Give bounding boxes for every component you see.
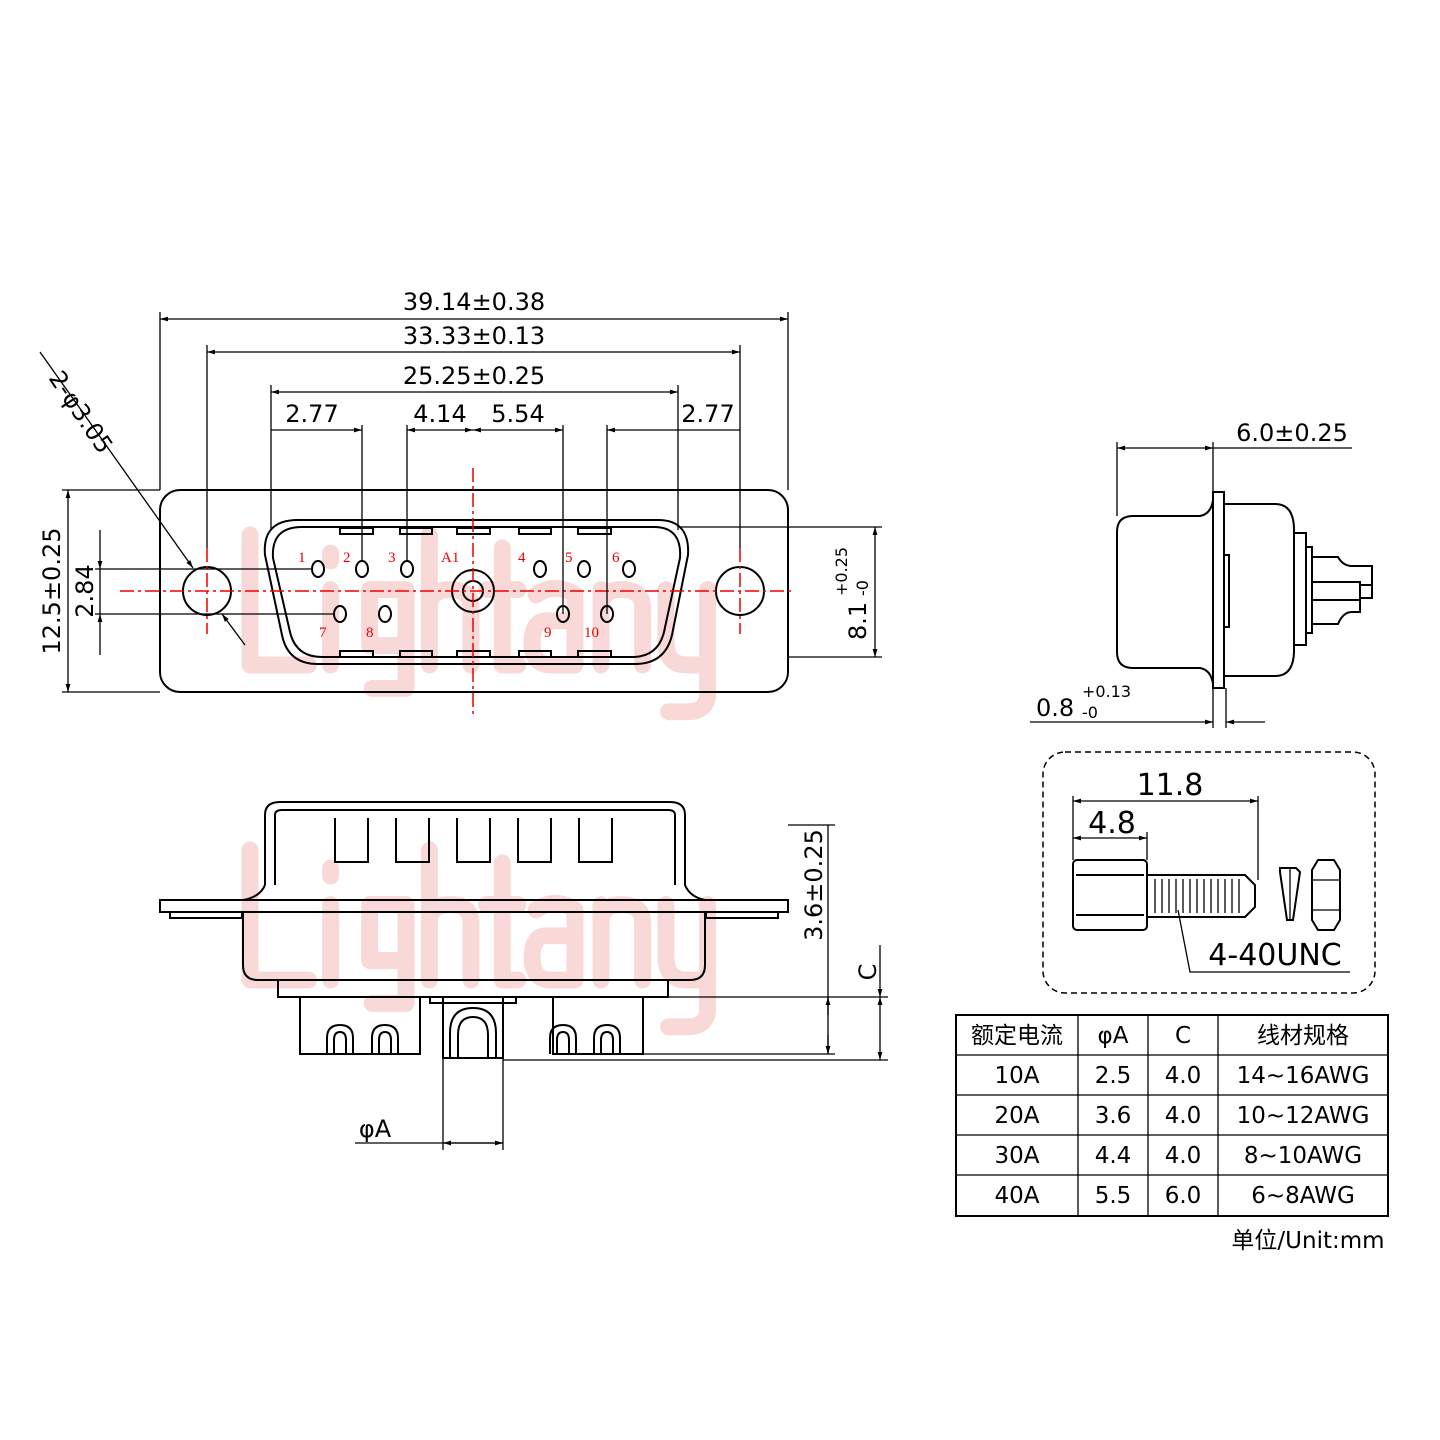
dim-overall-width: 39.14±0.38 bbox=[403, 288, 545, 316]
bottom-dimension-lines bbox=[355, 824, 888, 1150]
svg-text:0.8: 0.8 bbox=[1036, 694, 1074, 722]
svg-text:-0: -0 bbox=[1082, 703, 1098, 722]
thread-lines bbox=[1154, 879, 1240, 913]
watermark-logo bbox=[250, 850, 708, 1027]
flange-side bbox=[159, 899, 789, 913]
dim-c: C bbox=[854, 964, 882, 981]
dim-phi-a: φA bbox=[359, 1115, 392, 1143]
table-header: 额定电流 bbox=[971, 1023, 1063, 1049]
dim-mount-holes: 2-φ3.05 bbox=[43, 366, 118, 459]
pin-label: 3 bbox=[388, 550, 396, 566]
pin-label: 5 bbox=[565, 550, 573, 566]
table-cell: 4.4 bbox=[1095, 1143, 1132, 1169]
table-cell: 40A bbox=[994, 1183, 1039, 1209]
bottom-view: 3.6±0.25 C φA bbox=[159, 801, 888, 1150]
threaded-stud bbox=[1146, 874, 1256, 918]
pin-block-right bbox=[552, 996, 644, 1055]
dim-pitch-b: 5.54 bbox=[491, 400, 544, 428]
table-cell: 3.6 bbox=[1095, 1103, 1132, 1129]
pin-label: 10 bbox=[584, 625, 599, 641]
screw-detail: 11.8 4.8 4-40UNC bbox=[1042, 751, 1376, 994]
screw-dimension-lines bbox=[1072, 796, 1350, 973]
pin-label: 8 bbox=[366, 625, 374, 641]
shell-inner bbox=[271, 526, 682, 658]
side-view: 6.0±0.25 0.8 +0.13 -0 bbox=[1030, 419, 1373, 728]
detail-box bbox=[1042, 751, 1376, 994]
solder-cups bbox=[326, 1006, 621, 1058]
pin-label: 7 bbox=[319, 625, 327, 641]
table-cell: 6.0 bbox=[1165, 1183, 1202, 1209]
side-dimension-lines bbox=[1030, 442, 1352, 728]
unit-note: 单位/Unit:mm bbox=[1231, 1228, 1384, 1254]
dim-flange-thickness: 0.8 +0.13 -0 bbox=[1036, 682, 1131, 722]
dim-flange-height: 12.5±0.25 bbox=[38, 528, 66, 655]
table-cell: 10A bbox=[994, 1063, 1039, 1089]
dim-pitch-a: 4.14 bbox=[413, 400, 466, 428]
table-cell: 4.0 bbox=[1165, 1143, 1202, 1169]
table-cell: 4.0 bbox=[1165, 1103, 1202, 1129]
dim-pitch-left: 2.77 bbox=[285, 400, 338, 428]
svg-text:+0.13: +0.13 bbox=[1082, 682, 1131, 701]
dim-pitch-right: 2.77 bbox=[681, 400, 734, 428]
table-header: φA bbox=[1098, 1023, 1129, 1049]
table-cell: 30A bbox=[994, 1143, 1039, 1169]
table-body: 额定电流 φA C 线材规格 10A 2.5 4.0 14~16AWG 20A 3.6 4.0 10~… bbox=[971, 1023, 1369, 1209]
side-shell-rear bbox=[1224, 503, 1295, 677]
side-flange bbox=[1212, 491, 1225, 689]
thread-spec: 4-40UNC bbox=[1208, 938, 1341, 973]
pin-label: A1 bbox=[441, 550, 459, 566]
table-cell: 5.5 bbox=[1095, 1183, 1132, 1209]
pin-block-left bbox=[299, 996, 421, 1055]
pin-label: 6 bbox=[612, 550, 620, 566]
dim-pin-length: 3.6±0.25 bbox=[800, 829, 828, 941]
table-grid bbox=[956, 1015, 1388, 1216]
table-header: C bbox=[1175, 1023, 1191, 1049]
pin-label: 2 bbox=[343, 550, 351, 566]
dim-depth: 6.0±0.25 bbox=[1236, 419, 1348, 447]
dim-row-pitch: 2.84 bbox=[71, 564, 99, 617]
table-cell: 6~8AWG bbox=[1251, 1183, 1355, 1209]
pin-label: 1 bbox=[298, 550, 306, 566]
pin-label: 4 bbox=[518, 550, 526, 566]
pin-label: 9 bbox=[544, 625, 552, 641]
table-cell: 8~10AWG bbox=[1244, 1143, 1362, 1169]
dim-hex-length: 4.8 bbox=[1088, 806, 1136, 841]
dim-mount-pitch: 33.33±0.13 bbox=[403, 322, 545, 350]
power-contact-tube bbox=[442, 996, 504, 1059]
front-view: 1 2 3 A1 4 5 6 7 8 9 10 bbox=[38, 288, 882, 716]
table-cell: 14~16AWG bbox=[1237, 1063, 1370, 1089]
lock-washer bbox=[1279, 867, 1302, 921]
spec-table: 额定电流 φA C 线材规格 10A 2.5 4.0 14~16AWG 20A 3.6 4.0 10~… bbox=[955, 1014, 1389, 1254]
svg-text:8.1: 8.1 bbox=[844, 602, 872, 640]
table-cell: 10~12AWG bbox=[1237, 1103, 1370, 1129]
dim-shell-width: 25.25±0.25 bbox=[403, 362, 545, 390]
shell-outer bbox=[263, 519, 690, 665]
dim-screw-length: 11.8 bbox=[1137, 768, 1204, 803]
side-shell-front bbox=[1116, 499, 1214, 685]
shell-top bbox=[264, 801, 706, 901]
shell-slots-side bbox=[334, 818, 613, 863]
dim-shell-height: 8.1 +0.25 -0 bbox=[832, 547, 872, 640]
table-cell: 4.0 bbox=[1165, 1063, 1202, 1089]
table-cell: 2.5 bbox=[1095, 1063, 1132, 1089]
front-dimension-lines bbox=[39, 312, 882, 693]
svg-text:+0.25: +0.25 bbox=[832, 547, 851, 596]
hex-standoff bbox=[1072, 859, 1148, 931]
svg-text:-0: -0 bbox=[853, 580, 872, 596]
table-cell: 20A bbox=[994, 1103, 1039, 1129]
hex-nut bbox=[1311, 859, 1341, 931]
table-header: 线材规格 bbox=[1257, 1023, 1349, 1049]
